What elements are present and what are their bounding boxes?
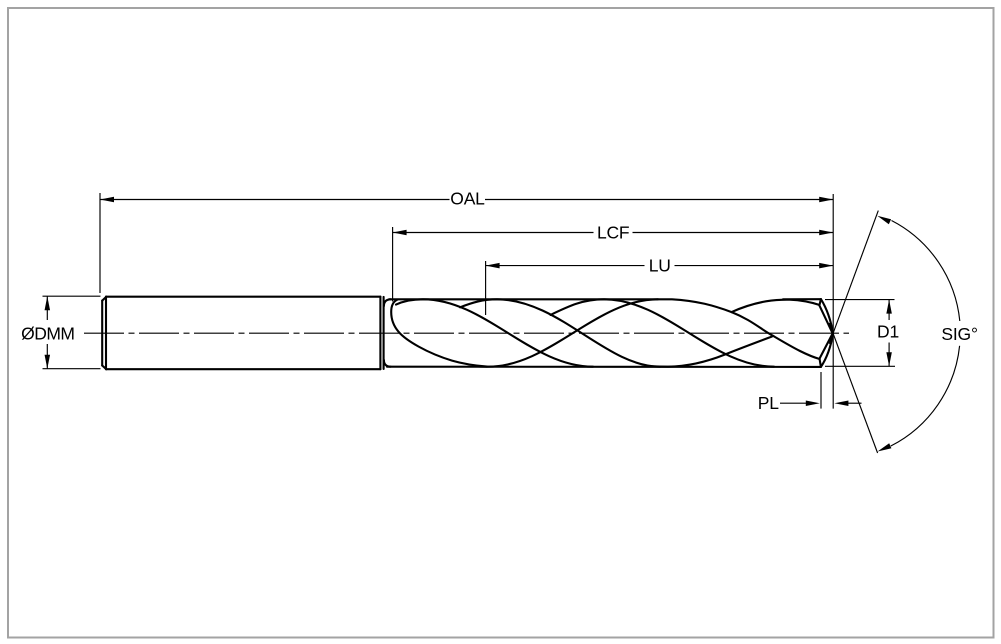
svg-text:ØDMM: ØDMM xyxy=(21,324,74,344)
svg-text:D1: D1 xyxy=(877,322,899,342)
svg-text:SIG°: SIG° xyxy=(941,324,977,344)
svg-text:LU: LU xyxy=(649,255,671,275)
svg-text:LCF: LCF xyxy=(597,222,629,242)
svg-text:OAL: OAL xyxy=(450,189,485,209)
svg-text:PL: PL xyxy=(758,393,779,413)
